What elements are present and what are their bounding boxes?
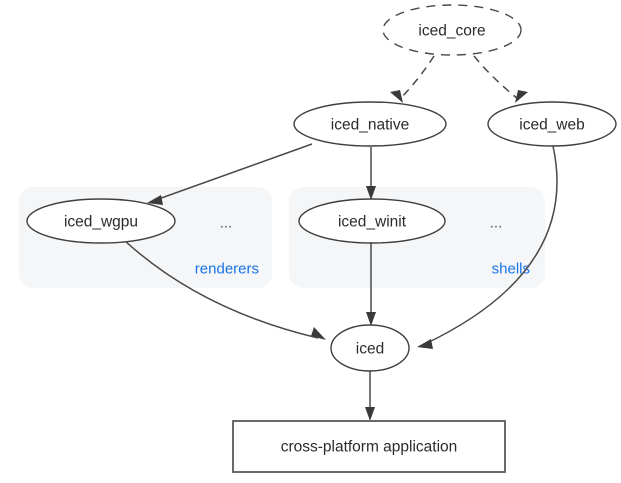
arrow-head-icon	[366, 186, 376, 200]
node-iced-core-shape[interactable]	[382, 4, 522, 56]
node-iced-core[interactable]: iced_core	[382, 4, 522, 56]
edge-iced-core-to-iced-native	[390, 55, 435, 103]
node-iced-label: iced	[356, 341, 384, 358]
edge-iced-web-to-iced	[417, 145, 558, 349]
node-iced-native-shape[interactable]	[293, 101, 447, 147]
cluster-shells-label: shells	[492, 261, 530, 278]
edge-iced-native-to-iced-wgpu	[147, 143, 313, 205]
edge-iced-native-to-iced-winit	[366, 147, 376, 200]
node-iced-web-shape[interactable]	[487, 101, 617, 147]
node-iced-wgpu[interactable]: iced_wgpu	[26, 198, 176, 244]
node-application[interactable]: cross-platform application	[232, 420, 506, 473]
node-iced-native[interactable]: iced_native	[293, 101, 447, 147]
arrow-head-icon	[390, 90, 403, 103]
node-application-label: cross-platform application	[281, 439, 458, 456]
node-iced-winit-label: iced_winit	[338, 214, 407, 231]
cluster-renderers-label: renderers	[195, 261, 259, 278]
edge-iced-winit-to-iced	[366, 243, 376, 326]
arrow-head-icon	[366, 312, 376, 326]
node-iced[interactable]: iced	[330, 324, 410, 372]
node-iced-shape[interactable]	[330, 324, 410, 372]
node-iced-winit[interactable]: iced_winit	[298, 198, 446, 244]
arrow-head-icon	[515, 90, 528, 103]
arrow-head-icon	[365, 407, 375, 421]
node-iced-web[interactable]: iced_web	[487, 101, 617, 147]
arrow-head-icon	[417, 339, 433, 349]
node-iced-wgpu-label: iced_wgpu	[64, 214, 138, 231]
arrow-head-icon	[147, 195, 163, 205]
node-iced-winit-shape[interactable]	[298, 198, 446, 244]
node-iced-wgpu-shape[interactable]	[26, 198, 176, 244]
edge-iced-wgpu-to-iced	[123, 239, 326, 340]
node-iced-native-label: iced_native	[331, 117, 409, 134]
edge-iced-core-to-iced-web	[473, 55, 528, 103]
cluster-shells-ellipsis: ...	[490, 215, 503, 232]
edge-iced-to-application	[365, 371, 375, 421]
node-iced-web-label: iced_web	[519, 117, 585, 134]
cluster-renderers-ellipsis: ...	[220, 215, 233, 232]
node-iced-core-label: iced_core	[418, 23, 485, 40]
arrow-head-icon	[311, 327, 326, 340]
node-application-shape[interactable]	[232, 420, 506, 473]
